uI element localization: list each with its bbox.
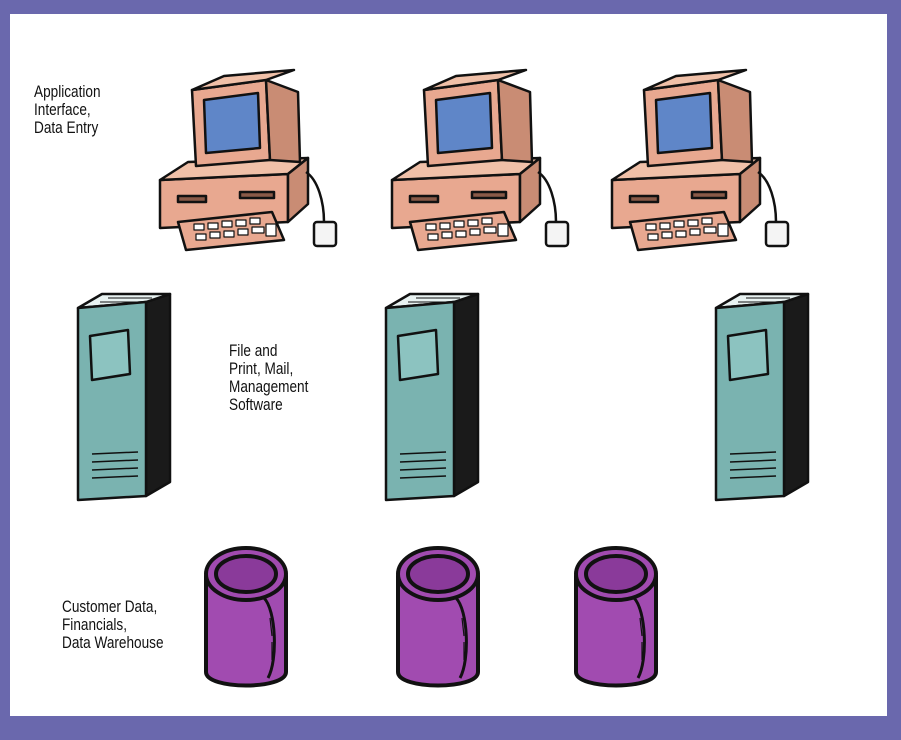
label-line: Data Entry [34,119,101,137]
server-tower-icon [710,276,810,502]
label-line: Print, Mail, [229,360,308,378]
desktop-computer-icon [600,62,800,252]
database-cylinder-icon [390,540,490,700]
data-tier-label: Customer Data, Financials, Data Warehous… [62,598,164,652]
desktop-computer-icon [148,62,348,252]
server-tier-label: File and Print, Mail, Management Softwar… [229,342,308,414]
label-line: Customer Data, [62,598,164,616]
label-line: Financials, [62,616,164,634]
label-line: Data Warehouse [62,634,164,652]
label-line: Management [229,378,308,396]
label-line: Interface, [34,101,101,119]
database-cylinder-icon [568,540,668,700]
server-tower-icon [380,276,480,502]
label-line: Software [229,396,308,414]
database-cylinder-icon [198,540,298,700]
diagram-panel: Application Interface, Data Entry File a… [10,14,887,716]
server-tower-icon [72,276,172,502]
label-line: File and [229,342,308,360]
label-line: Application [34,83,101,101]
client-tier-label: Application Interface, Data Entry [34,83,101,137]
desktop-computer-icon [380,62,580,252]
